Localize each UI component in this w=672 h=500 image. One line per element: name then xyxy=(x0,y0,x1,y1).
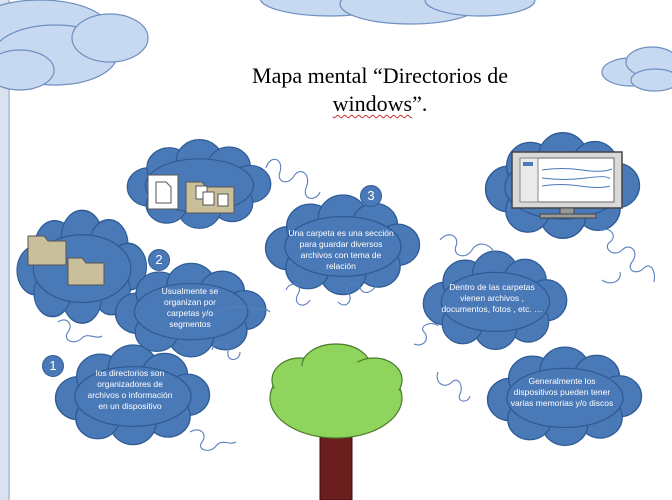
title-tail: ”. xyxy=(412,91,428,116)
sky-cloud-top-center xyxy=(259,0,536,25)
connector-swirls xyxy=(57,158,655,451)
page-title: Mapa mental “Directorios de windows”. xyxy=(240,62,520,118)
tree-icon xyxy=(269,343,403,500)
badge-2: 2 xyxy=(148,249,170,271)
badge-3: 3 xyxy=(360,185,382,207)
folder-icon xyxy=(27,235,105,286)
cloud-1-text: los directorios son organizadores de arc… xyxy=(87,368,173,411)
cloud-5-text: Generalmente los dispositivos pueden ten… xyxy=(510,376,614,408)
cloud-2-text: Usualmente se organizan por carpetas y/o… xyxy=(161,286,219,329)
documents-folder-icon xyxy=(147,174,235,214)
title-line-1: Mapa mental “Directorios de xyxy=(252,63,508,88)
page-edge-line xyxy=(8,0,10,500)
computer-monitor-icon xyxy=(511,151,623,219)
sky-cloud-right xyxy=(601,46,672,92)
sky-cloud-top-left xyxy=(0,0,149,91)
page-edge xyxy=(0,0,8,500)
cloud-4-text: Dentro de las carpetas vienen archivos ,… xyxy=(441,282,543,314)
cloud-3-text: Una carpeta es una sección para guardar … xyxy=(288,228,394,271)
badge-1: 1 xyxy=(42,355,64,377)
title-line-2: windows”. xyxy=(240,90,520,118)
title-word-windows: windows xyxy=(332,91,413,116)
